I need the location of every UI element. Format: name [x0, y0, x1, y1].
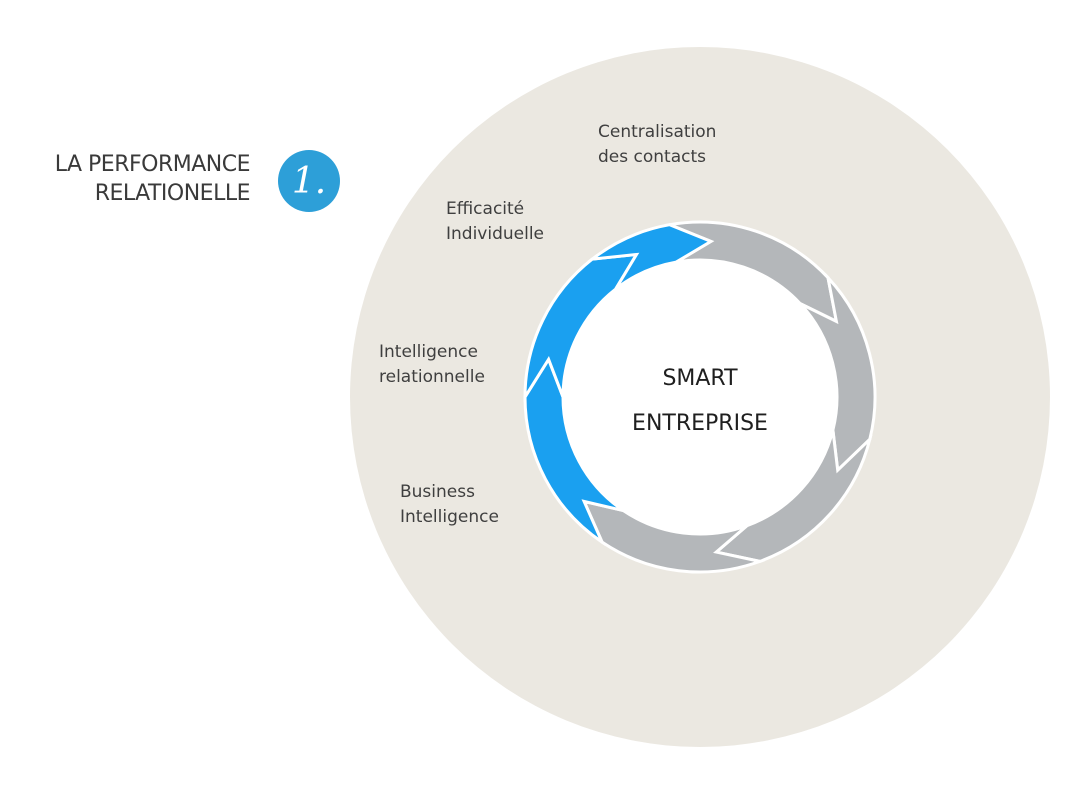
label-line: relationnelle: [379, 367, 485, 387]
title-line-1: LA PERFORMANCE: [54, 152, 251, 177]
label-line: Efficacité: [446, 199, 525, 219]
label-intelligence-relationnelle: Intelligence relationnelle: [379, 340, 485, 390]
page-title: LA PERFORMANCE RELATIONELLE: [54, 150, 251, 208]
label-centralisation: Centralisation des contacts: [598, 120, 716, 170]
center-line-2: ENTREPRISE: [632, 411, 768, 436]
label-line: Centralisation: [598, 122, 717, 142]
label-line: Intelligence: [379, 342, 478, 362]
label-line: Business: [400, 482, 475, 502]
inner-circle: [563, 260, 837, 534]
label-business-intelligence: Business Intelligence: [400, 480, 499, 530]
step-number-badge: 1.: [278, 150, 340, 212]
center-title: SMART ENTREPRISE: [580, 356, 820, 446]
label-line: des contacts: [598, 147, 706, 167]
center-line-1: SMART: [662, 366, 738, 391]
label-line: Individuelle: [446, 224, 545, 244]
label-line: Intelligence: [400, 507, 499, 527]
label-efficacite: Efficacité Individuelle: [446, 197, 544, 247]
title-line-2: RELATIONELLE: [94, 181, 251, 206]
